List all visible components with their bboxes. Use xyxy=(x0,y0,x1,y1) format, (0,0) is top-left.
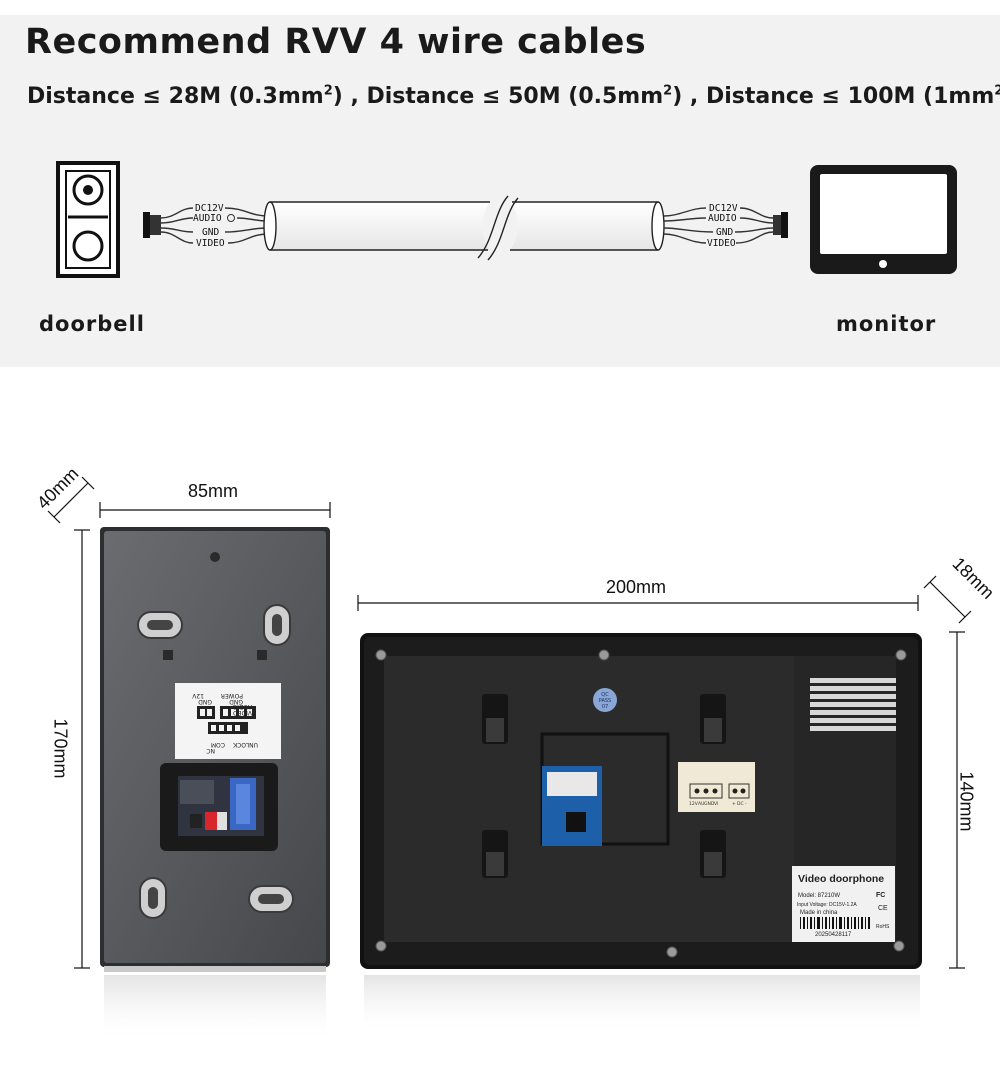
doorbell-label: doorbell xyxy=(39,312,145,336)
right-wire-gnd: GND xyxy=(716,227,733,238)
label-audio: AUDIO xyxy=(232,703,252,710)
right-wire-video: VIDEO xyxy=(707,238,736,249)
distance-spec-1: Distance ≤ 28M (0.3mm2) , xyxy=(27,84,359,110)
label-power: POWER xyxy=(221,692,243,699)
monitor-width-label: 200mm xyxy=(606,577,667,597)
qc-text: QC xyxy=(601,692,609,698)
pass-text: PASS xyxy=(599,698,611,704)
monitor-icon xyxy=(810,165,957,274)
port-au: AU xyxy=(698,801,704,807)
nameplate-voltage: Input Voltage: DC15V-1.2A xyxy=(797,902,857,908)
label-gnd: GND xyxy=(229,698,243,705)
port-dc: DC xyxy=(737,801,744,807)
distance-spec-2: Distance ≤ 50M (0.5mm2) , xyxy=(358,84,699,110)
nameplate-title: Video doorphone xyxy=(798,873,884,885)
left-wire-audio: AUDIO xyxy=(193,213,222,224)
cable xyxy=(263,195,665,261)
ce-mark: CE xyxy=(878,905,888,912)
doorbell-height-label: 170mm xyxy=(50,718,71,779)
left-wire-video: VIDEO xyxy=(196,238,225,249)
label-com: COM xyxy=(211,741,225,748)
page-title: Recommend RVV 4 wire cables xyxy=(25,22,647,62)
label-nc: NC xyxy=(206,747,215,754)
right-wire-dc12v: DC12V xyxy=(709,203,738,214)
barcode xyxy=(800,917,870,929)
rohs-mark: RoHS xyxy=(876,924,890,930)
port-minus: - xyxy=(745,802,747,807)
monitor-height-label: 140mm xyxy=(956,771,977,832)
label-gnd-2: GND xyxy=(198,698,212,705)
left-wire-gnd: GND xyxy=(202,227,219,238)
label-unlock: UNLOCK xyxy=(232,741,258,748)
right-connector xyxy=(663,207,788,244)
doorbell-width-label: 85mm xyxy=(188,481,239,501)
port-12v: 12V xyxy=(689,801,699,807)
label-video: VIDEO xyxy=(233,709,252,716)
distance-spec-3: Distance ≤ 100M (1mm2) xyxy=(698,84,1000,110)
pass-number: 07 xyxy=(602,704,608,710)
nameplate-serial: 20250428117 xyxy=(815,932,852,938)
dimension-lines xyxy=(47,476,972,969)
left-wire-dc12v: DC12V xyxy=(195,203,224,214)
distance-specs: Distance ≤ 28M (0.3mm2) , Distance ≤ 50M… xyxy=(27,84,1000,109)
label-12v: 12V xyxy=(191,692,204,699)
monitor-back-view: QC PASS 07 12V AU GND VI + DC - Vide xyxy=(360,633,922,1035)
right-wire-audio: AUDIO xyxy=(708,213,737,224)
nameplate-origin: Made in china xyxy=(800,910,838,916)
port-gnd: GND xyxy=(704,801,715,807)
fc-mark: FC xyxy=(876,892,885,899)
monitor-label: monitor xyxy=(836,312,937,336)
right-wire-labels: DC12V AUDIO GND VIDEO xyxy=(707,203,738,249)
nameplate-model: Model: 87210W xyxy=(798,893,840,899)
doorbell-icon xyxy=(56,161,120,278)
doorbell-back-view: POWER GND AUDIO VIDEO 12V GND UNLOCK COM… xyxy=(100,527,330,1045)
port-plus: + xyxy=(732,801,736,807)
port-vi: VI xyxy=(714,801,718,807)
left-wire-labels: DC12V AUDIO GND VIDEO xyxy=(193,203,225,249)
